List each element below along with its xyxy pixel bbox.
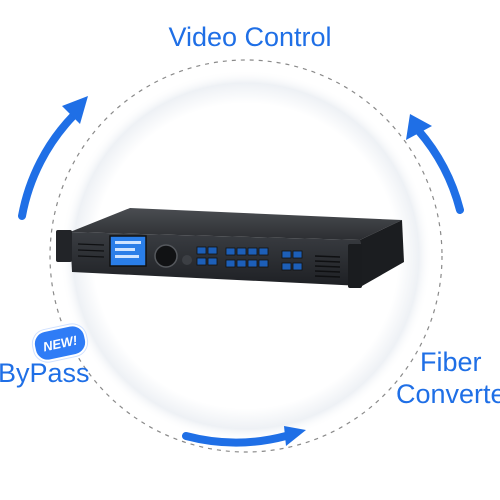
fiber-converter-label: Fiber Converter (396, 346, 500, 410)
fiber-converter-line1: Fiber (420, 347, 482, 377)
rack-ear-left (56, 230, 72, 262)
dashed-orbit (49, 59, 443, 453)
arc-arrow-head-left (62, 96, 88, 124)
bypass-label: ByPass (0, 358, 90, 388)
vent-grille (314, 255, 341, 278)
arc-arrow-icon (18, 111, 78, 220)
video-processor-device (56, 208, 404, 288)
arc-arrow-head-bottom (284, 426, 306, 446)
panel-buttons (196, 246, 303, 271)
new-badge-text: NEW! (41, 332, 79, 354)
arc-arrow-head-right (406, 114, 432, 140)
arc-arrow-icon (182, 432, 290, 447)
video-control-label: Video Control (168, 22, 332, 52)
arc-arrow-icon (414, 126, 464, 214)
fiber-converter-line2: Converter (396, 379, 500, 409)
rack-ear-right (348, 244, 362, 288)
control-knob (154, 244, 178, 268)
